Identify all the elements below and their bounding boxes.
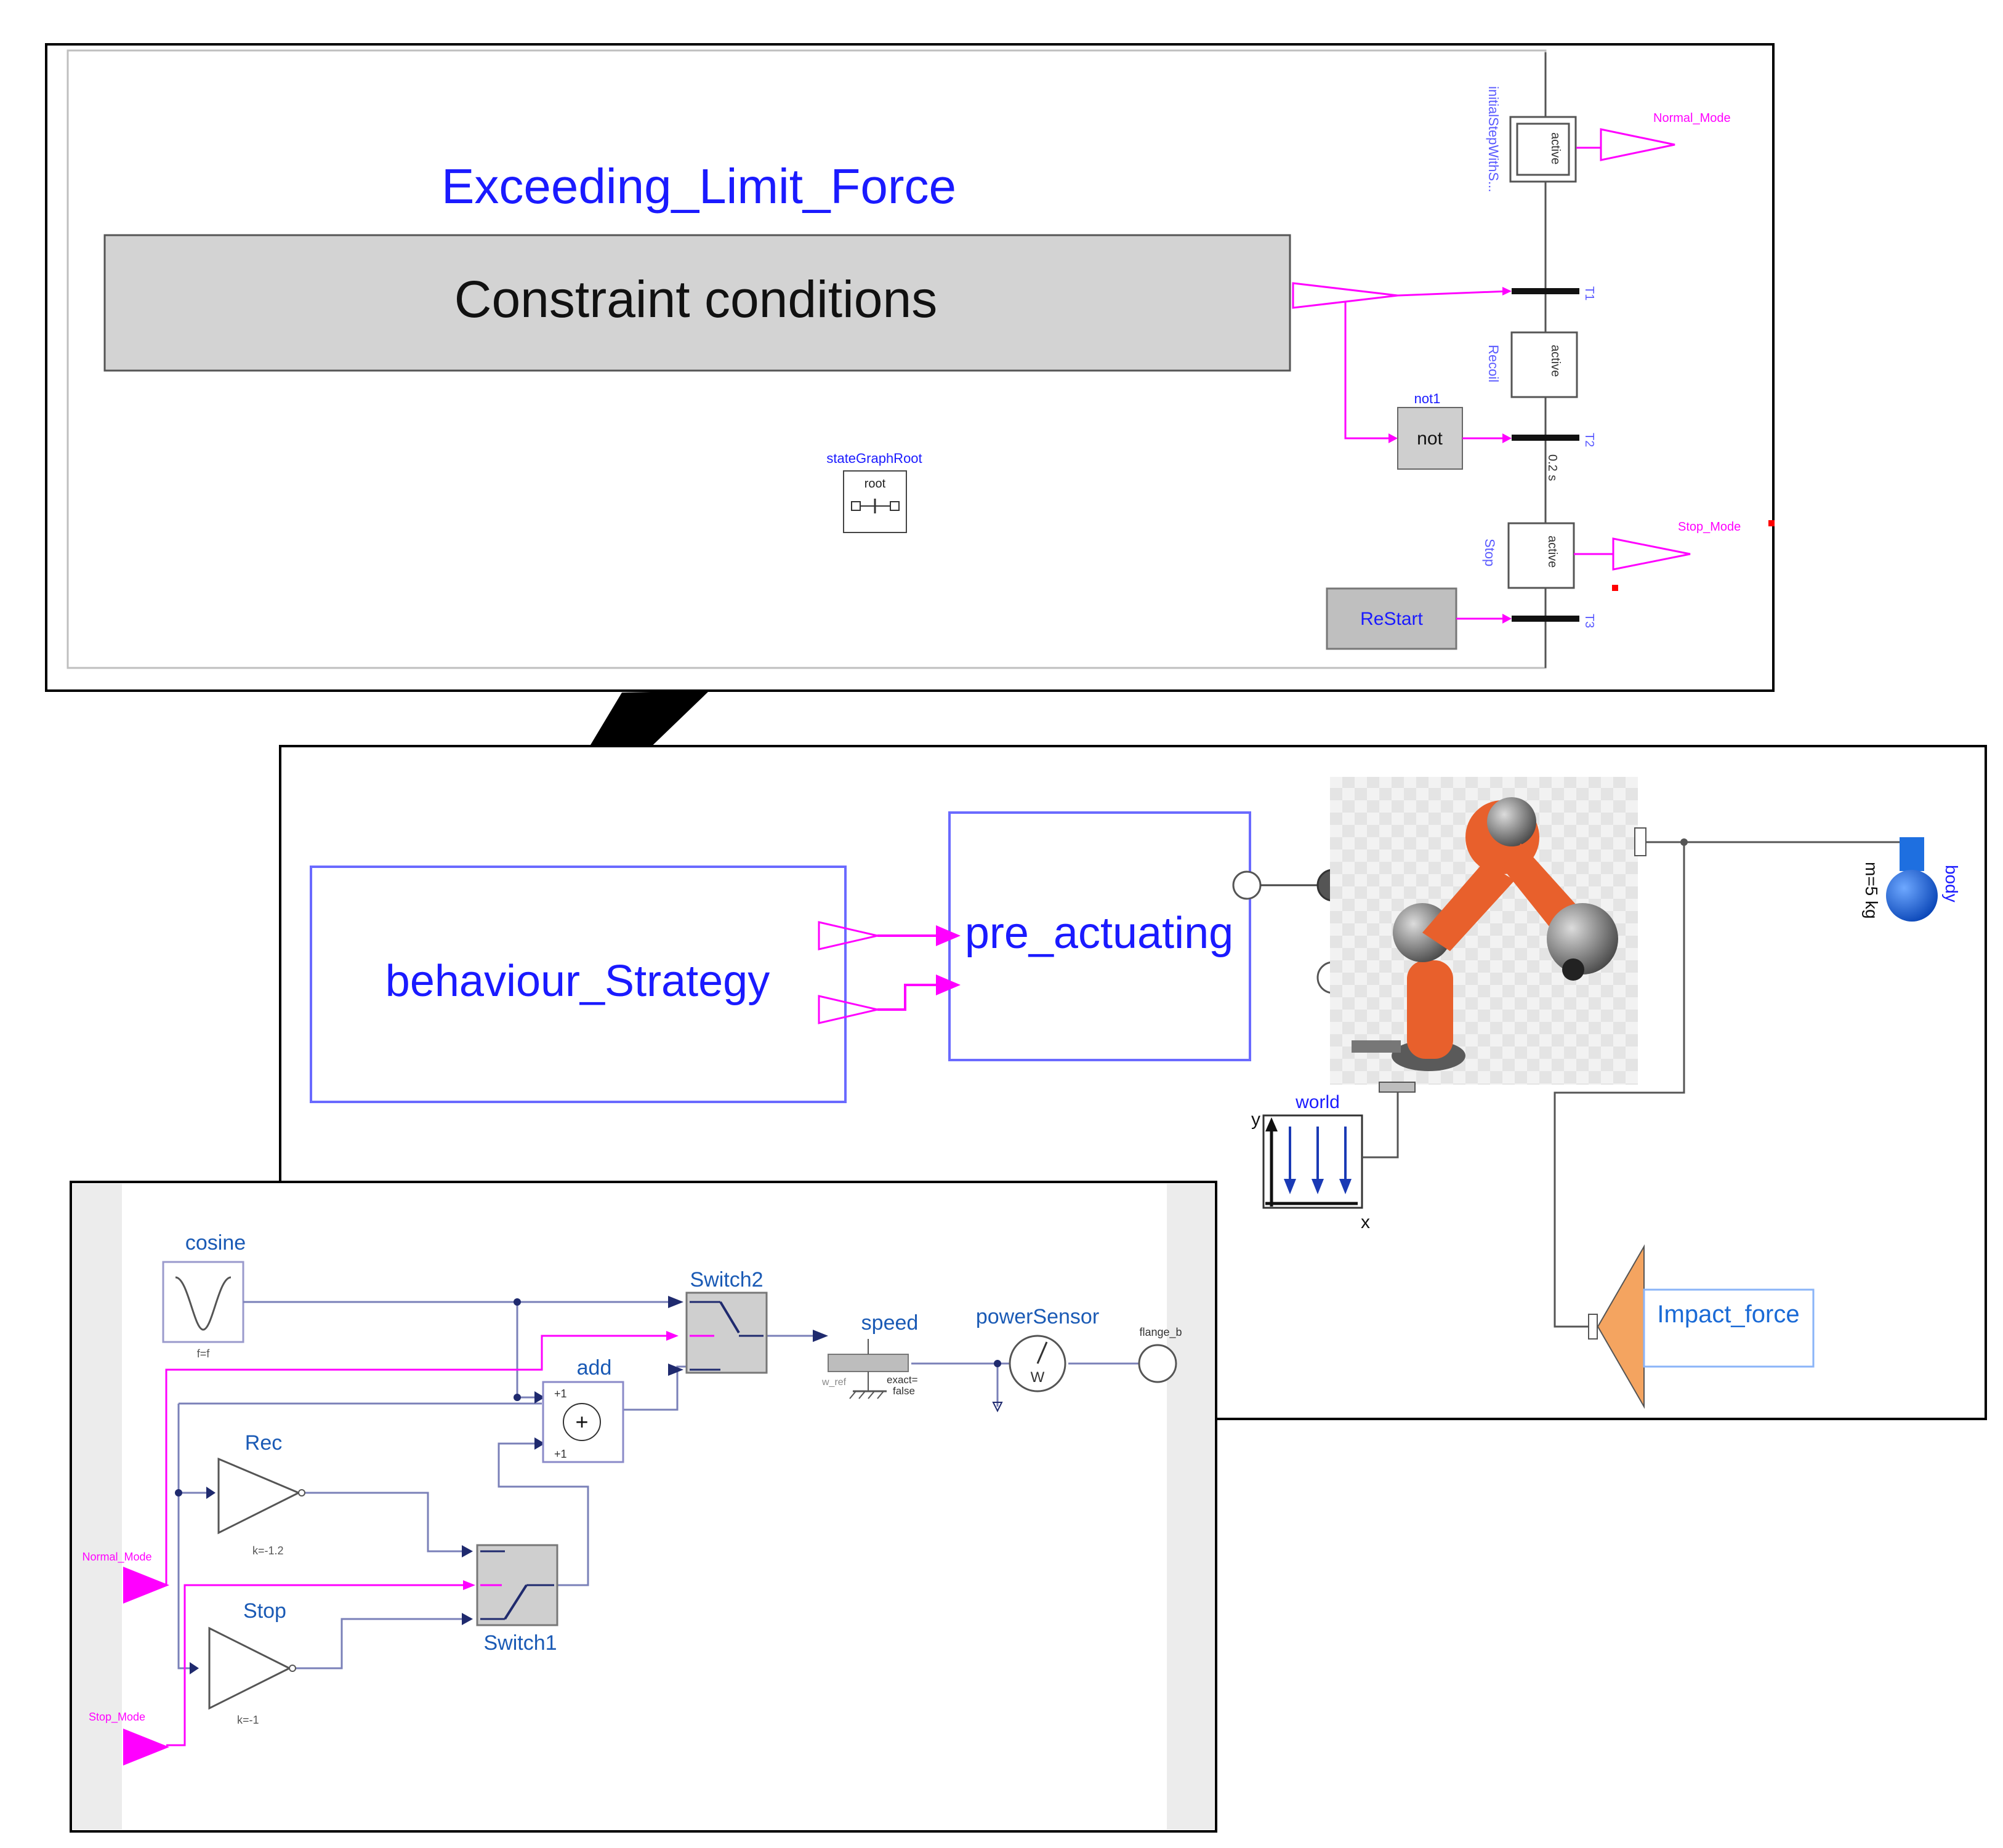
rec-gain-icon[interactable] <box>217 1457 305 1535</box>
rec-label: Rec <box>245 1431 282 1455</box>
state-graph-root-label: root <box>864 477 886 491</box>
speed-exact: exact= <box>887 1374 918 1386</box>
add-input2: +1 <box>554 1448 567 1460</box>
flange-open-circle[interactable] <box>1232 870 1262 900</box>
world-label: world <box>1295 1092 1340 1112</box>
behaviour-output-port-2 <box>818 995 878 1024</box>
transition-t2-delay: 0.2 s <box>1546 454 1559 481</box>
switch2-block[interactable] <box>685 1292 768 1374</box>
stop-step[interactable]: active Stop <box>1482 522 1575 589</box>
power-sensor-label: powerSensor <box>976 1305 1099 1328</box>
switch2-label: Switch2 <box>690 1268 763 1292</box>
recoil-step[interactable]: active Recoil <box>1486 331 1578 398</box>
stop-mode-input-port[interactable] <box>123 1729 169 1766</box>
impact-force-block[interactable]: Impact_force <box>1588 1244 1815 1409</box>
switch1-label: Switch1 <box>483 1631 557 1655</box>
power-symbol: W <box>1031 1369 1045 1386</box>
top-panel: Exceeding_Limit_Force Constraint conditi… <box>45 43 1775 692</box>
normal-mode-input-port[interactable] <box>123 1567 169 1604</box>
restart-block[interactable]: ReStart <box>1326 587 1457 650</box>
initial-step-active: active <box>1549 132 1562 164</box>
stop-gain: k=-1 <box>237 1714 259 1726</box>
pre-actuating-label: pre_actuating <box>965 909 1233 958</box>
transition-t1-label: T1 <box>1582 286 1596 300</box>
cosine-wave-icon[interactable] <box>162 1261 244 1343</box>
constraint-block-label: Constraint conditions <box>454 270 937 328</box>
flange-b-port[interactable] <box>1138 1344 1177 1383</box>
state-graph-root-name: stateGraphRoot <box>826 451 922 466</box>
cosine-label: cosine <box>185 1231 246 1255</box>
not-block-name: not1 <box>1414 391 1441 406</box>
world-axis-x: x <box>1361 1212 1370 1232</box>
rec-gain: k=-1.2 <box>252 1545 284 1557</box>
stop-gain-icon[interactable] <box>208 1626 296 1710</box>
transition-t2-label: T2 <box>1582 433 1596 447</box>
body-name: body <box>1942 865 1961 902</box>
power-sensor-gauge-icon[interactable]: W <box>1009 1335 1066 1392</box>
normal-mode-output-label: Normal_Mode <box>1653 111 1731 125</box>
normal-mode-input-label: Normal_Mode <box>82 1551 151 1564</box>
transition-t2[interactable] <box>1512 435 1579 441</box>
constraint-block[interactable]: Constraint conditions <box>103 234 1291 372</box>
marker-red-2 <box>1612 585 1618 591</box>
add-symbol: + <box>575 1409 588 1434</box>
stop-step-active: active <box>1546 536 1559 568</box>
restart-block-label: ReStart <box>1360 609 1423 629</box>
transition-t1[interactable] <box>1512 288 1579 294</box>
behaviour-output-port-1 <box>818 921 878 950</box>
recoil-step-name: Recoil <box>1486 345 1501 382</box>
cosine-sublabel: f=f <box>197 1348 211 1360</box>
speed-label: speed <box>861 1311 919 1335</box>
speed-exact-value: false <box>893 1385 915 1397</box>
add-block[interactable]: + +1 +1 <box>542 1381 624 1463</box>
normal-mode-output-port <box>1600 128 1675 161</box>
speed-source-block[interactable] <box>828 1339 909 1399</box>
stop-step-name: Stop <box>1482 539 1497 566</box>
stop-mode-output-label: Stop_Mode <box>1678 520 1741 534</box>
initial-step[interactable]: active initialStepWithS... <box>1486 86 1577 192</box>
speed-ref: w_ref <box>821 1377 847 1388</box>
stop-label: Stop <box>243 1599 286 1623</box>
model-title: Exceeding_Limit_Force <box>441 159 956 214</box>
behaviour-strategy-block[interactable]: behaviour_Strategy <box>310 866 847 1103</box>
bottom-panel: cosine f=f <box>70 1181 1217 1833</box>
not-block-label: not <box>1417 428 1443 449</box>
body-mass: m=5 kg <box>1862 862 1881 919</box>
not-block[interactable]: not <box>1397 407 1463 470</box>
stop-mode-input-label: Stop_Mode <box>89 1711 145 1724</box>
world-frame-icon[interactable] <box>1262 1114 1363 1209</box>
marker-red-1 <box>1768 520 1775 526</box>
behaviour-strategy-label: behaviour_Strategy <box>385 957 770 1006</box>
transition-t3-label: T3 <box>1582 614 1596 628</box>
transition-t3[interactable] <box>1512 616 1579 622</box>
impact-force-label: Impact_force <box>1657 1301 1799 1328</box>
body-mass-icon[interactable] <box>1886 837 1938 922</box>
initial-step-name: initialStepWithS... <box>1486 86 1501 192</box>
switch1-block[interactable] <box>476 1544 558 1626</box>
world-axis-y: y <box>1251 1109 1260 1130</box>
robot-arm-photo <box>1330 777 1638 1085</box>
add-input1: +1 <box>554 1388 567 1400</box>
add-label: add <box>577 1356 612 1380</box>
state-graph-root-block[interactable]: root <box>843 470 907 533</box>
recoil-step-active: active <box>1549 345 1562 377</box>
pre-actuating-block[interactable]: pre_actuating <box>948 811 1251 1061</box>
flange-b-label: flange_b <box>1139 1326 1182 1339</box>
